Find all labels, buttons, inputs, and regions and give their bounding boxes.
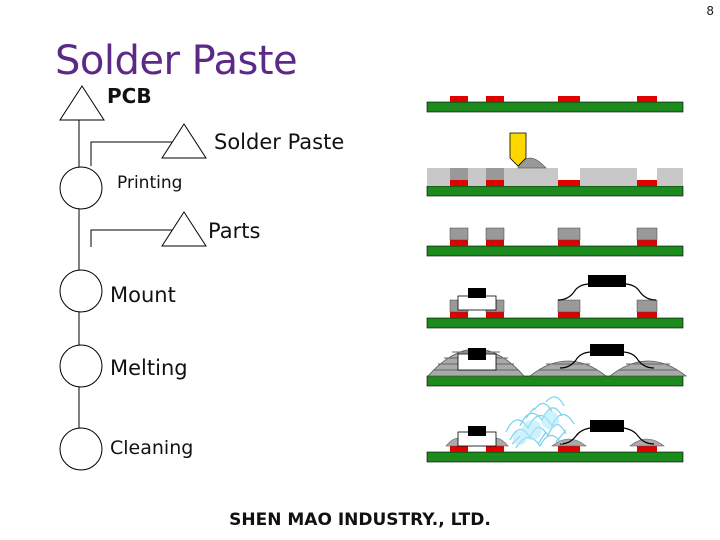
- mount-step-circle: [59, 269, 103, 313]
- solder-paste-label: Solder Paste: [214, 130, 345, 154]
- mount-illustration: [426, 275, 684, 329]
- printing-illustration: [426, 132, 684, 197]
- paste-applied-illustration: [426, 227, 684, 257]
- pcb-label: PCB: [107, 84, 152, 108]
- printing-label: Printing: [117, 173, 183, 193]
- parts-input-triangle: [161, 211, 207, 247]
- solder-paste-input-triangle: [161, 123, 207, 159]
- mount-label: Mount: [110, 283, 176, 307]
- pcb-illustration: [426, 96, 684, 113]
- printing-step-circle: [59, 166, 103, 210]
- flow-connector-parts: [90, 229, 184, 247]
- cleaning-label: Cleaning: [110, 437, 194, 459]
- page-number: 8: [706, 4, 714, 18]
- flow-connector-solder-paste: [90, 141, 184, 166]
- cleaning-illustration: [426, 396, 684, 463]
- pcb-input-triangle: [59, 85, 105, 121]
- melting-label: Melting: [110, 356, 188, 380]
- melting-illustration: [426, 344, 688, 387]
- parts-label: Parts: [208, 219, 261, 243]
- slide-title: Solder Paste: [55, 38, 298, 84]
- melting-step-circle: [59, 344, 103, 388]
- footer-company-name: SHEN MAO INDUSTRY., LTD.: [229, 510, 491, 530]
- cleaning-step-circle: [59, 427, 103, 471]
